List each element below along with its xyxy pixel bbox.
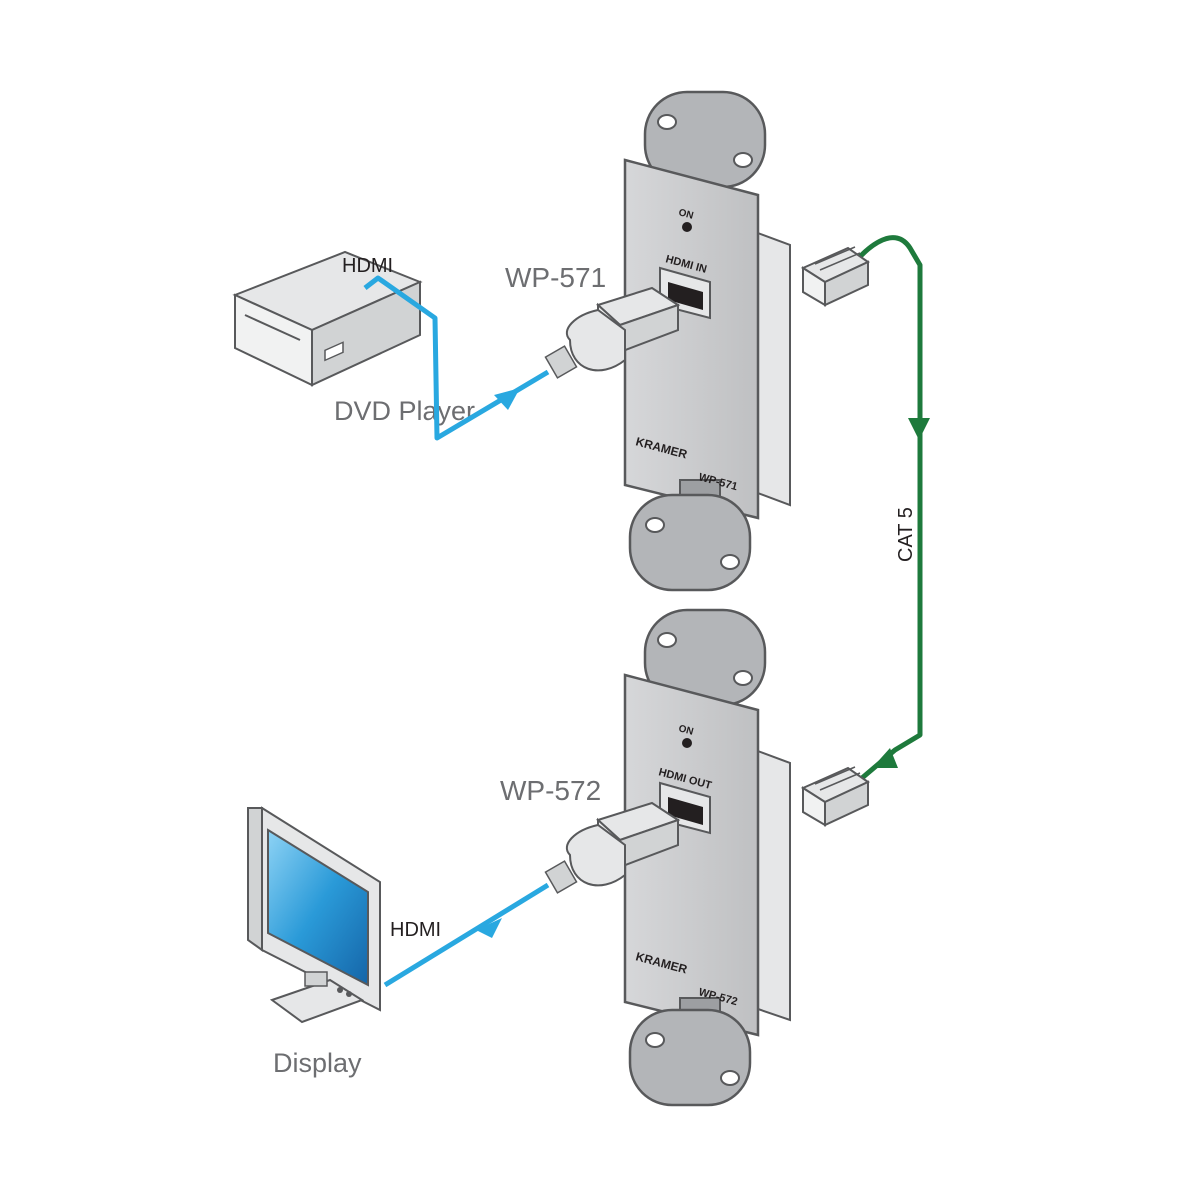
wall-plate-transmitter: KRAMER WP-571 ON HDMI IN	[544, 90, 791, 592]
hdmi-output-arrow	[476, 918, 502, 938]
power-led-transmitter	[682, 222, 692, 232]
rj45-connector-bottom	[800, 766, 870, 827]
power-led-receiver	[682, 738, 692, 748]
hdmi-input-label: HDMI	[342, 255, 393, 277]
hdmi-cable-input	[363, 275, 550, 441]
hdmi-plug-transmitter	[544, 286, 681, 379]
wall-plate-receiver: KRAMER WP-572 ON HDMI OUT	[544, 608, 791, 1107]
display-label: Display	[273, 1048, 362, 1078]
hdmi-input-arrow	[494, 388, 520, 410]
receiver-model-label: WP-572	[500, 775, 601, 806]
rj45-connector-top	[800, 246, 870, 307]
cat5-arrow-down	[908, 418, 930, 440]
hdmi-plug-receiver	[544, 801, 681, 894]
cat5-arrow-left	[872, 748, 898, 768]
hdmi-cable-output	[383, 882, 550, 988]
dvd-player	[232, 250, 423, 387]
hdmi-output-label: HDMI	[390, 919, 441, 941]
dvd-player-label: DVD Player	[334, 396, 475, 426]
display-monitor	[247, 806, 381, 1024]
receiver-led-label: ON	[677, 723, 694, 738]
cat5-label: CAT 5	[895, 507, 917, 562]
transmitter-model-label: WP-571	[505, 262, 606, 293]
transmitter-led-label: ON	[677, 207, 694, 222]
